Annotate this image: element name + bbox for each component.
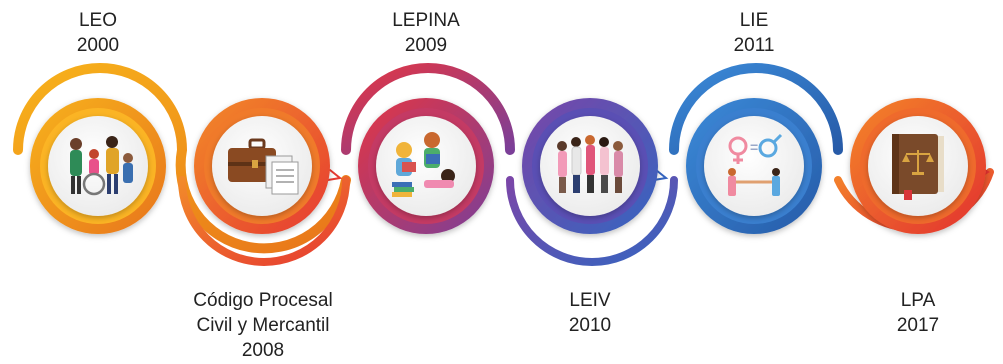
milestone-year: 2009 <box>404 35 448 56</box>
milestone-label-lpa: LPA 2017 <box>868 288 968 338</box>
milestone-year: 2011 <box>733 35 775 56</box>
milestone-year: 2000 <box>76 35 120 56</box>
milestone-name-line1: Código Procesal <box>193 290 333 311</box>
milestone-lepina <box>358 98 494 234</box>
diverse-people-wheelchair-icon <box>70 136 133 196</box>
milestone-lpa <box>850 98 986 234</box>
milestone-year: 2010 <box>568 315 612 336</box>
milestone-year: 2017 <box>896 315 940 336</box>
arrow-tip-2 <box>653 169 669 181</box>
ribbon-segment-4 <box>506 176 678 266</box>
milestone-name: LIE <box>739 10 769 31</box>
milestone-leiv <box>522 98 658 234</box>
milestone-name-line2: Civil y Mercantil <box>196 315 330 336</box>
ribbon-segment-5 <box>669 63 843 155</box>
briefcase-documents-icon <box>228 138 299 195</box>
arrow-tip-1 <box>327 169 343 181</box>
group-of-women-icon <box>557 135 623 193</box>
milestone-label-leiv: LEIV 2010 <box>540 288 640 338</box>
milestone-name: LEPINA <box>392 10 460 31</box>
milestone-label-lepina: LEPINA 2009 <box>366 8 486 58</box>
ribbon-segment-1 <box>13 63 351 254</box>
milestone-label-lie: LIE 2011 <box>704 8 804 58</box>
milestone-year: 2008 <box>241 340 285 361</box>
milestone-name: LEIV <box>569 290 611 311</box>
milestone-codigo-procesal <box>194 98 330 234</box>
milestone-name: LPA <box>900 290 936 311</box>
milestone-leo <box>30 98 166 234</box>
milestone-lie: = <box>686 98 822 234</box>
gender-equality-handshake-icon: = <box>728 133 783 196</box>
law-book-scales-icon <box>892 134 944 200</box>
children-reading-icon <box>392 132 455 197</box>
ribbon-segment-3 <box>341 63 515 155</box>
milestone-name: LEO <box>78 10 118 31</box>
ribbon-segment-2 <box>178 176 350 266</box>
milestone-label-codigo-procesal: Código Procesal Civil y Mercantil 2008 <box>168 288 358 363</box>
milestone-label-leo: LEO 2000 <box>48 8 148 58</box>
svg-text:=: = <box>750 139 758 155</box>
